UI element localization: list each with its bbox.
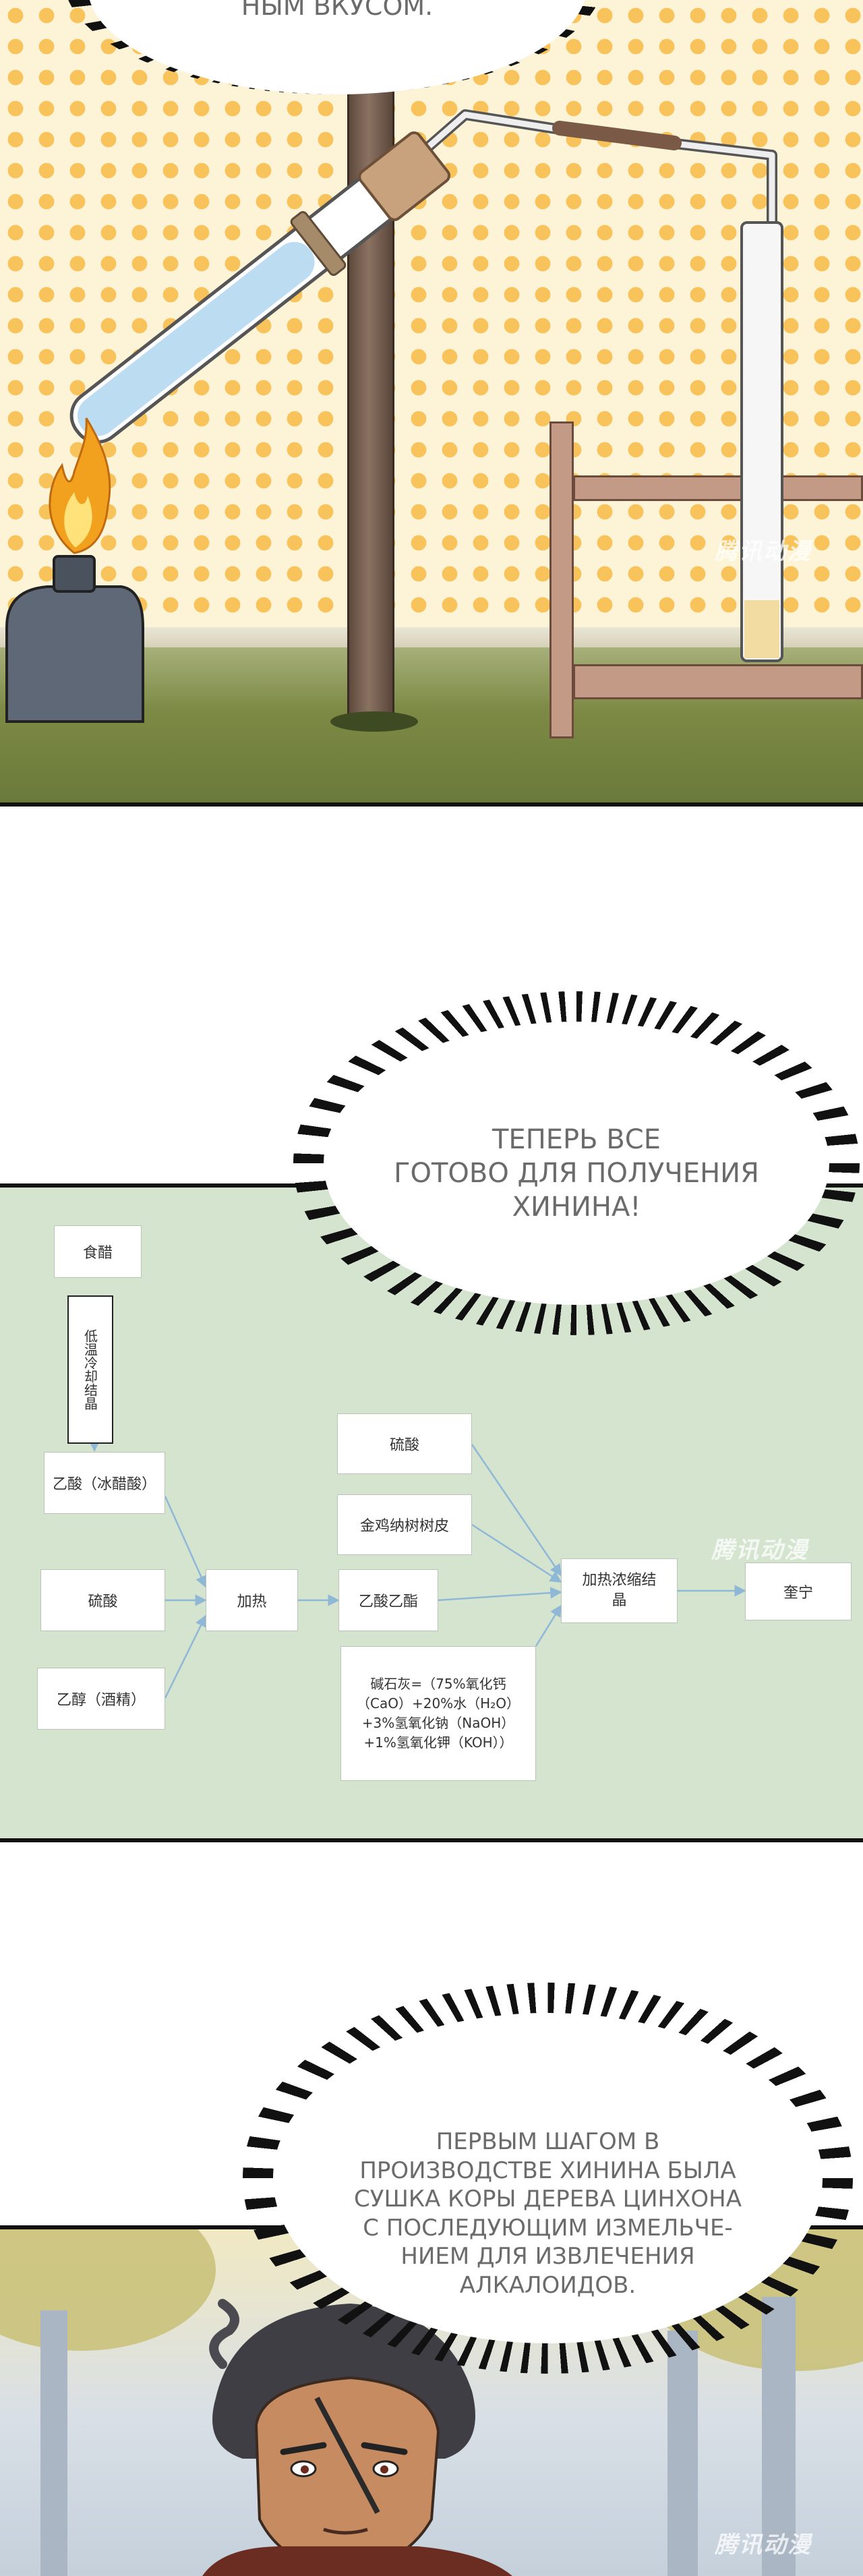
node-ethanol: 乙醇（酒精）: [37, 1668, 165, 1730]
middle-line-1: Теперь все: [492, 1124, 661, 1155]
bottom-line-4: с последующим измельче-: [363, 2214, 733, 2242]
bottom-line-1: Первым шагом в: [436, 2128, 660, 2155]
node-low-temp-crystallization: 低温冷却结晶: [67, 1295, 113, 1444]
node-heat-concentrate: 加热浓缩结 晶: [561, 1558, 678, 1623]
soda-lime-line-1: 碱石灰=（75%氧化钙: [370, 1676, 506, 1692]
speech-bubble-middle: [324, 1022, 829, 1305]
middle-line-3: хинина!: [512, 1192, 641, 1223]
bottom-line-6: алкалоидов.: [459, 2271, 636, 2299]
node-vinegar: 食醋: [54, 1225, 142, 1278]
watermark-2: 腾讯动漫: [711, 1537, 808, 1564]
node-cinchona-bark: 金鸡纳树树皮: [337, 1494, 472, 1555]
speech-bubble-top-text: ным вкусом.: [241, 0, 434, 21]
node-heating: 加热: [206, 1569, 298, 1631]
speech-bubble-bottom: [273, 2013, 823, 2343]
soda-lime-line-2: （CaO）+20%水（H₂O）: [357, 1695, 520, 1711]
heat-concentrate-line-2: 晶: [612, 1592, 627, 1609]
watermark-1: 腾讯动漫: [715, 538, 812, 565]
stand-bar-bottom: [573, 664, 863, 699]
flowchart-connectors: [88, 1440, 746, 1699]
node-sulfuric-acid-left: 硫酸: [40, 1569, 165, 1631]
stand-bar-top: [573, 475, 863, 501]
speech-bubble-bottom-text: Первым шагом в производстве хинина была …: [297, 2128, 799, 2300]
soda-lime-line-4: +1%氢氧化钾（KOH））: [363, 1734, 513, 1751]
lab-panel: ным вкусом. 腾讯动漫: [0, 0, 863, 807]
bottom-line-2: производстве хинина была: [359, 2157, 736, 2184]
tree-shadow: [330, 711, 418, 732]
watermark-3: 腾讯动漫: [715, 2531, 812, 2558]
distillation-apparatus: [5, 109, 783, 723]
node-soda-lime: 碱石灰=（75%氧化钙 （CaO）+20%水（H₂O） +3%氢氧化钠（NaOH…: [340, 1646, 536, 1781]
speech-bubble-middle-text: Теперь все готово для получения хинина!: [351, 1123, 802, 1224]
node-ethyl-acetate: 乙酸乙酯: [338, 1569, 438, 1631]
middle-line-2: готово для получения: [394, 1158, 759, 1189]
bottom-line-3: сушка коры дерева цинхона: [354, 2186, 742, 2213]
node-quinine: 奎宁: [745, 1562, 852, 1620]
node-acetic-acid: 乙酸（冰醋酸）: [44, 1452, 165, 1514]
heat-concentrate-line-1: 加热浓缩结: [582, 1572, 657, 1589]
soda-lime-line-3: +3%氢氧化钠（NaOH）: [361, 1715, 515, 1731]
node-sulfuric-acid-top: 硫酸: [337, 1413, 472, 1474]
bottom-line-5: нием для извлечения: [400, 2243, 695, 2270]
stand-post: [549, 421, 574, 738]
